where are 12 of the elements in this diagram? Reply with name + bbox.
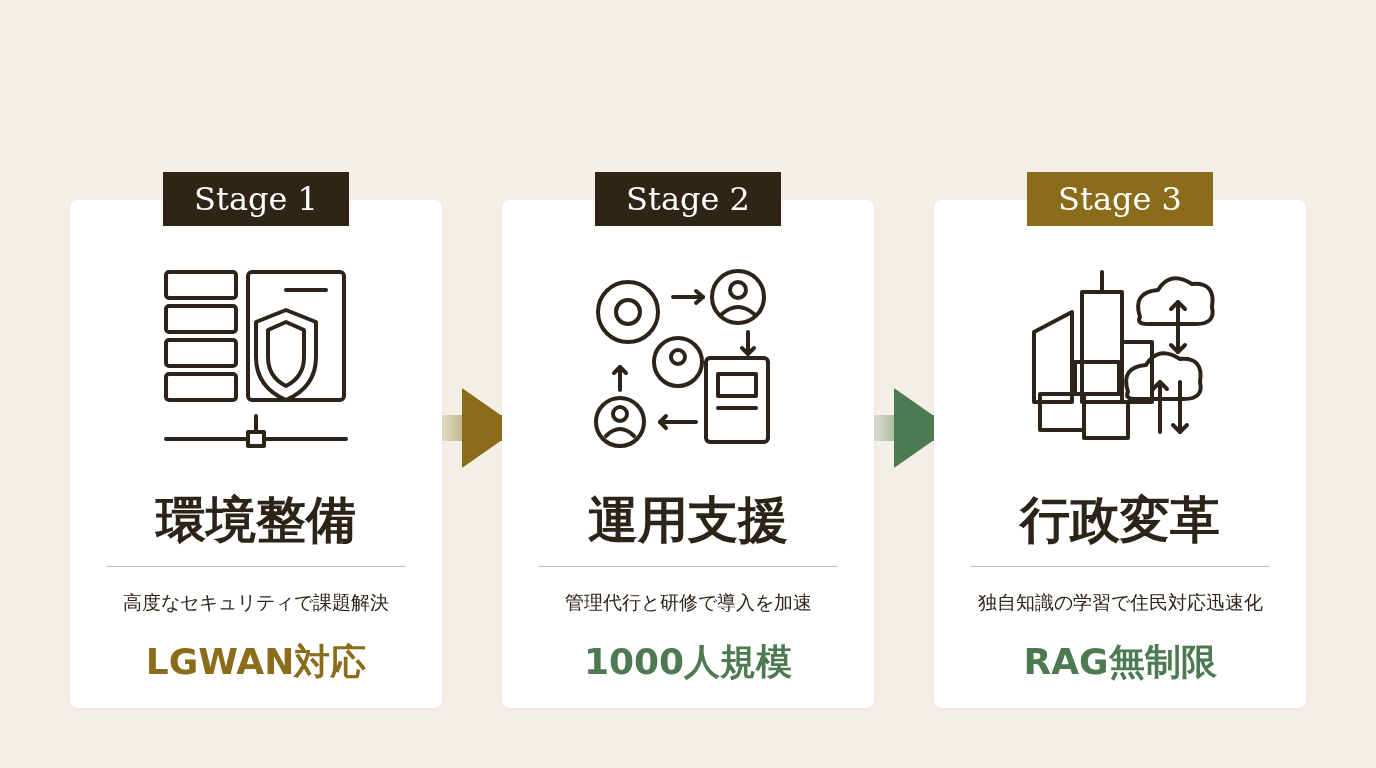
stage-title: 運用支援 — [587, 490, 789, 550]
stage-tab: Stage 1 — [163, 172, 349, 226]
stage-highlight: LGWAN対応 — [144, 640, 368, 684]
stage-description: 独自知識の学習で住民対応迅速化 — [976, 590, 1264, 615]
stage-description: 管理代行と研修で導入を加速 — [563, 590, 813, 615]
stage-title: 環境整備 — [154, 490, 357, 550]
stage-tab: Stage 2 — [595, 172, 781, 226]
stage-highlight: 1000人規模 — [582, 640, 794, 684]
stage-highlight: RAG無制限 — [1022, 640, 1218, 684]
stage-tab: Stage 3 — [1027, 172, 1213, 226]
stage-description: 高度なセキュリティで課題解決 — [122, 590, 390, 615]
stage-title: 行政変革 — [1018, 490, 1221, 550]
